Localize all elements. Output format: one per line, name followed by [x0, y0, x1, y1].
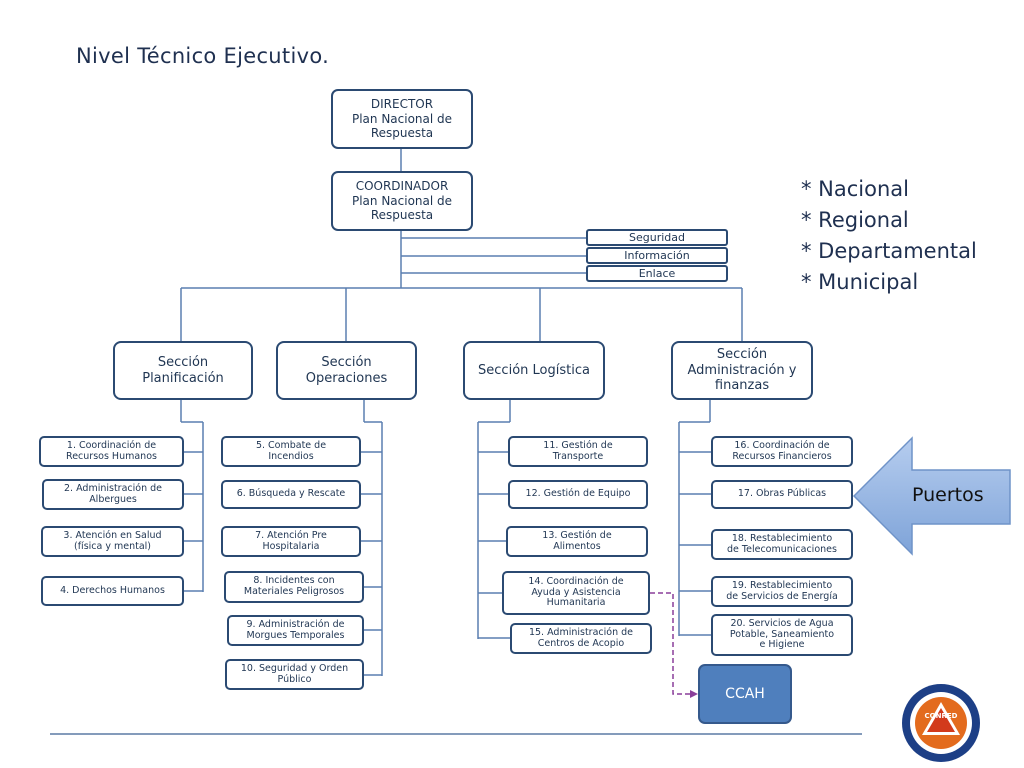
- unit-box: 4. Derechos Humanos: [41, 576, 184, 606]
- unit-box: 2. Administración de Albergues: [42, 479, 184, 510]
- coordinator-label: COORDINADOR Plan Nacional de Respuesta: [351, 179, 453, 223]
- unit-label: 13. Gestión de Alimentos: [542, 529, 612, 552]
- unit-label: 6. Búsqueda y Rescate: [236, 488, 346, 500]
- unit-box: 9. Administración de Morgues Temporales: [227, 615, 364, 646]
- level-item: * Regional: [801, 208, 909, 232]
- unit-label: 5. Combate de Incendios: [255, 439, 327, 462]
- unit-label: 14. Coordinación de Ayuda y Asistencia H…: [528, 575, 624, 609]
- director-box: DIRECTOR Plan Nacional de Respuesta: [331, 89, 473, 149]
- section-label: Sección Operaciones: [305, 354, 388, 386]
- unit-box: 17. Obras Públicas: [711, 480, 853, 509]
- unit-box: 16. Coordinación de Recursos Financieros: [711, 436, 853, 467]
- unit-box: 14. Coordinación de Ayuda y Asistencia H…: [502, 571, 650, 615]
- section-operaciones: Sección Operaciones: [276, 341, 417, 400]
- director-label: DIRECTOR Plan Nacional de Respuesta: [351, 97, 453, 141]
- section-logistica: Sección Logística: [463, 341, 605, 400]
- section-label: Sección Planificación: [142, 354, 224, 386]
- level-item: * Departamental: [801, 239, 977, 263]
- staff-label: Información: [624, 248, 690, 262]
- unit-label: 9. Administración de Morgues Temporales: [246, 618, 345, 641]
- unit-label: 7. Atención Pre Hospitalaria: [255, 529, 327, 552]
- ccah-label: CCAH: [725, 686, 765, 702]
- unit-box: 5. Combate de Incendios: [221, 436, 361, 467]
- unit-box: 7. Atención Pre Hospitalaria: [221, 526, 361, 557]
- unit-label: 4. Derechos Humanos: [60, 584, 165, 596]
- section-planificacion: Sección Planificación: [113, 341, 253, 400]
- level-item: * Nacional: [801, 177, 909, 201]
- unit-box: 1. Coordinación de Recursos Humanos: [39, 436, 184, 467]
- unit-box: 10. Seguridad y Orden Público: [225, 659, 364, 690]
- staff-label: Seguridad: [629, 230, 685, 244]
- staff-label: Enlace: [638, 266, 676, 280]
- logo-text: CONRED: [924, 712, 958, 720]
- unit-label: 19. Restablecimiento de Servicios de Ene…: [726, 579, 838, 602]
- unit-box: 15. Administración de Centros de Acopio: [510, 623, 652, 654]
- level-item: * Municipal: [801, 270, 919, 294]
- unit-label: 18. Restablecimiento de Telecomunicacion…: [727, 532, 837, 555]
- page-title: Nivel Técnico Ejecutivo.: [76, 44, 330, 68]
- unit-box: 3. Atención en Salud (física y mental): [41, 526, 184, 557]
- unit-label: 20. Servicios de Agua Potable, Saneamien…: [729, 617, 835, 651]
- unit-box: 18. Restablecimiento de Telecomunicacion…: [711, 529, 853, 560]
- section-label: Sección Administración y finanzas: [687, 347, 797, 394]
- staff-enlace: Enlace: [586, 265, 728, 282]
- section-label: Sección Logística: [478, 362, 590, 378]
- unit-label: 11. Gestión de Transporte: [543, 439, 613, 462]
- unit-box: 19. Restablecimiento de Servicios de Ene…: [711, 576, 853, 607]
- unit-box: 6. Búsqueda y Rescate: [221, 480, 361, 509]
- conred-logo-icon: [902, 684, 980, 762]
- unit-label: 16. Coordinación de Recursos Financieros: [732, 439, 832, 462]
- unit-label: 3. Atención en Salud (física y mental): [63, 529, 162, 552]
- unit-box: 12. Gestión de Equipo: [508, 480, 648, 509]
- unit-label: 12. Gestión de Equipo: [525, 488, 631, 500]
- unit-label: 15. Administración de Centros de Acopio: [528, 626, 634, 649]
- unit-label: 8. Incidentes con Materiales Peligrosos: [243, 575, 345, 597]
- unit-box: 8. Incidentes con Materiales Peligrosos: [224, 571, 364, 603]
- unit-label: 1. Coordinación de Recursos Humanos: [66, 439, 157, 462]
- ccah-box: CCAH: [698, 664, 792, 724]
- unit-label: 17. Obras Públicas: [737, 488, 827, 500]
- unit-box: 13. Gestión de Alimentos: [506, 526, 648, 557]
- staff-informacion: Información: [586, 247, 728, 264]
- unit-box: 11. Gestión de Transporte: [508, 436, 648, 467]
- coordinator-box: COORDINADOR Plan Nacional de Respuesta: [331, 171, 473, 231]
- levels-list: * Nacional * Regional * Departamental * …: [801, 174, 977, 298]
- callout-label: Puertos: [912, 484, 984, 506]
- staff-seguridad: Seguridad: [586, 229, 728, 246]
- unit-label: 10. Seguridad y Orden Público: [240, 662, 349, 685]
- unit-label: 2. Administración de Albergues: [64, 482, 162, 505]
- unit-box: 20. Servicios de Agua Potable, Saneamien…: [711, 614, 853, 656]
- callout-arrow-icon: [852, 436, 1011, 556]
- section-administracion: Sección Administración y finanzas: [671, 341, 813, 400]
